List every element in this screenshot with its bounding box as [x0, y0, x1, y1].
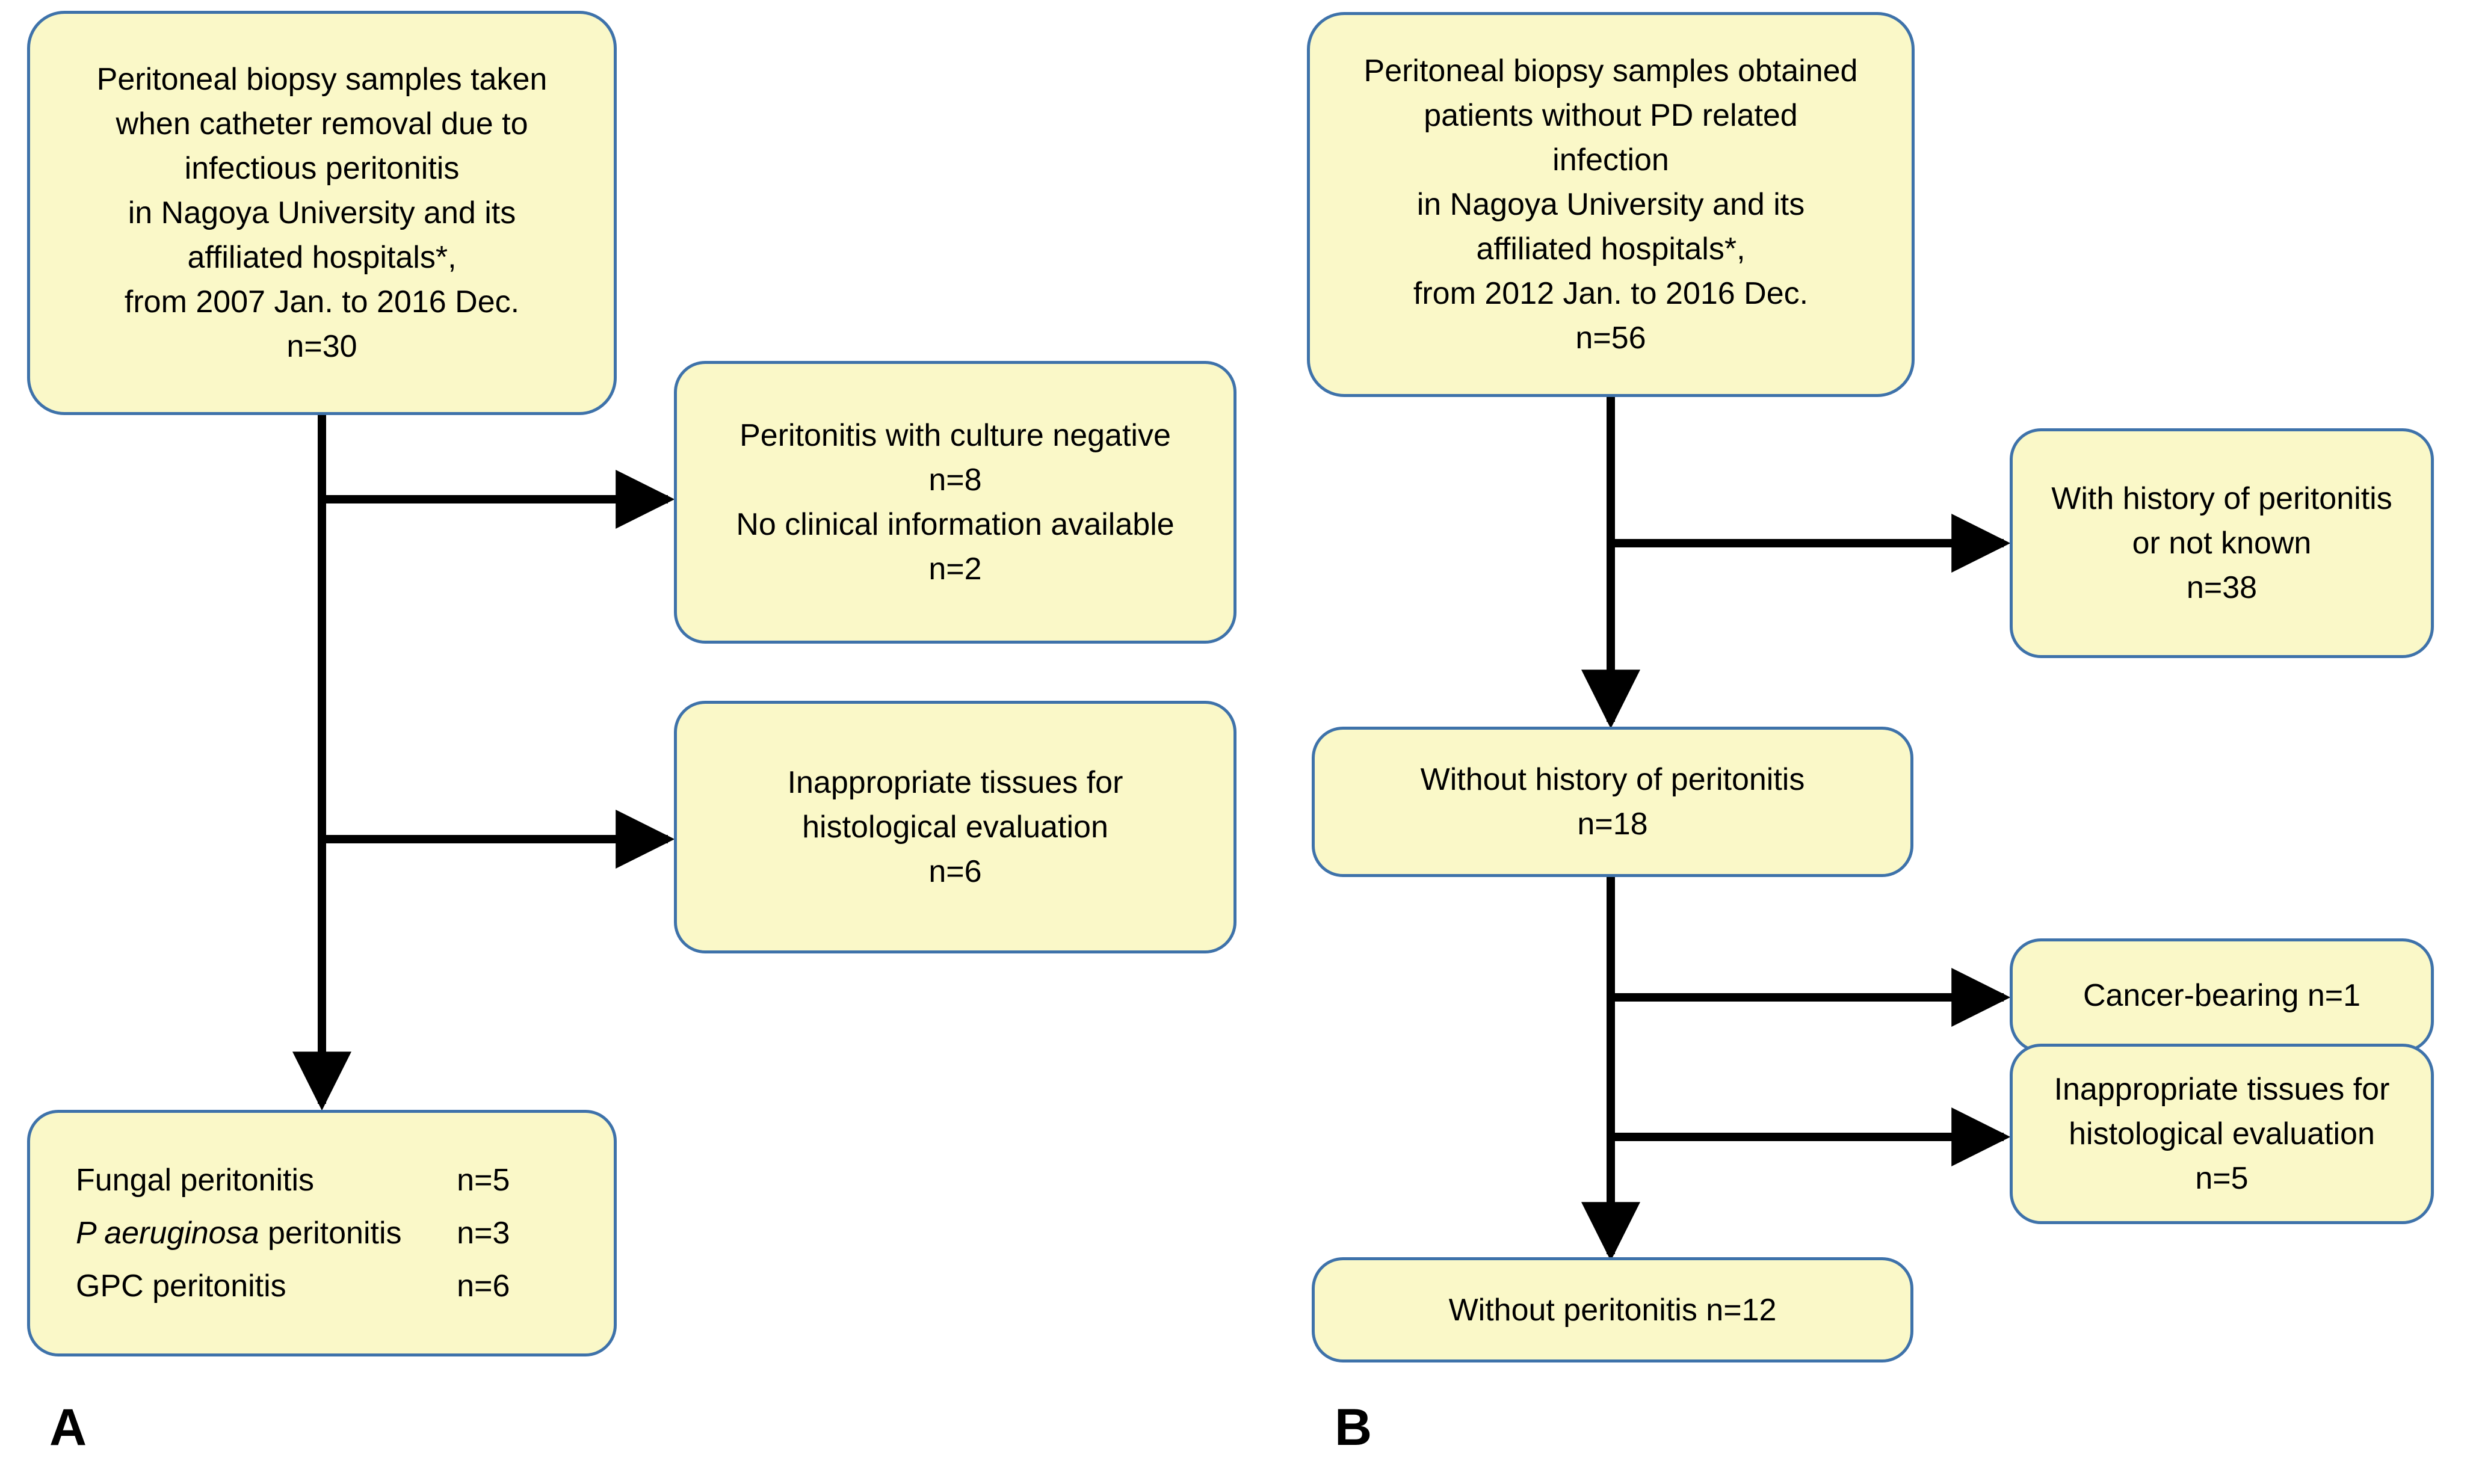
panel-a-outcome-count-2: n=6: [457, 1269, 510, 1304]
panel-a-outcome-species-1: P aeruginosa: [76, 1216, 259, 1251]
table-row: P aeruginosa peritonitis n=3: [41, 1207, 603, 1260]
panel-b-exclusion-2-text: Cancer-bearing n=1: [2082, 978, 2361, 1013]
panel-b-exclusion-3-text: Inappropriate tissues for histological e…: [2054, 1072, 2390, 1196]
panel-label-a: A: [49, 1399, 87, 1456]
panel-b-exclusion-1-box[interactable]: With history of peritonitis or not known…: [2010, 428, 2434, 658]
panel-a-exclusion-1-text: Peritonitis with culture negative n=8 No…: [736, 418, 1175, 587]
panel-a-outcome-name-label-0: Fungal peritonitis: [76, 1163, 314, 1198]
panel-b-outcome-box[interactable]: Without peritonitis n=12: [1312, 1257, 1913, 1362]
panel-a-outcome-name-2: GPC peritonitis: [41, 1260, 457, 1313]
panel-a-exclusion-2-box[interactable]: Inappropriate tissues for histological e…: [674, 701, 1236, 953]
panel-a-outcome-count-0: n=5: [457, 1163, 510, 1198]
panel-a-outcome-name-0: Fungal peritonitis: [41, 1154, 457, 1207]
panel-b-intermediate-box[interactable]: Without history of peritonitis n=18: [1312, 727, 1913, 877]
panel-b-exclusion-3-box[interactable]: Inappropriate tissues for histological e…: [2010, 1044, 2434, 1224]
panel-a-source-text: Peritoneal biopsy samples taken when cat…: [96, 62, 548, 364]
panel-b-source-text: Peritoneal biopsy samples obtained patie…: [1363, 54, 1858, 356]
panel-b-source-box[interactable]: Peritoneal biopsy samples obtained patie…: [1307, 12, 1915, 397]
panel-a-exclusion-1-box[interactable]: Peritonitis with culture negative n=8 No…: [674, 361, 1236, 644]
panel-a-outcome-name-label-1: peritonitis: [259, 1216, 402, 1251]
panel-b-outcome-text: Without peritonitis n=12: [1448, 1292, 1777, 1328]
panel-a-outcome-name-1: P aeruginosa peritonitis: [41, 1207, 457, 1260]
panel-a-connectors: [292, 415, 675, 1111]
panel-a-source-box[interactable]: Peritoneal biopsy samples taken when cat…: [27, 11, 617, 415]
panel-a-outcome-table: Fungal peritonitis n=5 P aeruginosa peri…: [41, 1154, 603, 1313]
panel-b-exclusion-1-text: With history of peritonitis or not known…: [2051, 481, 2392, 605]
table-row: Fungal peritonitis n=5: [41, 1154, 603, 1207]
panel-a-exclusion-2-text: Inappropriate tissues for histological e…: [787, 765, 1123, 889]
panel-a-outcome-rows: Fungal peritonitis n=5 P aeruginosa peri…: [41, 1154, 603, 1313]
table-row: GPC peritonitis n=6: [41, 1260, 603, 1313]
panel-b-intermediate-text: Without history of peritonitis n=18: [1420, 762, 1805, 842]
panel-b-exclusion-2-box[interactable]: Cancer-bearing n=1: [2010, 938, 2434, 1053]
panel-label-b: B: [1335, 1399, 1372, 1456]
panel-a-outcome-box[interactable]: Fungal peritonitis n=5 P aeruginosa peri…: [27, 1110, 617, 1356]
panel-a-outcome-count-1: n=3: [457, 1216, 510, 1251]
panel-a-outcome-name-label-2: GPC peritonitis: [76, 1269, 286, 1304]
